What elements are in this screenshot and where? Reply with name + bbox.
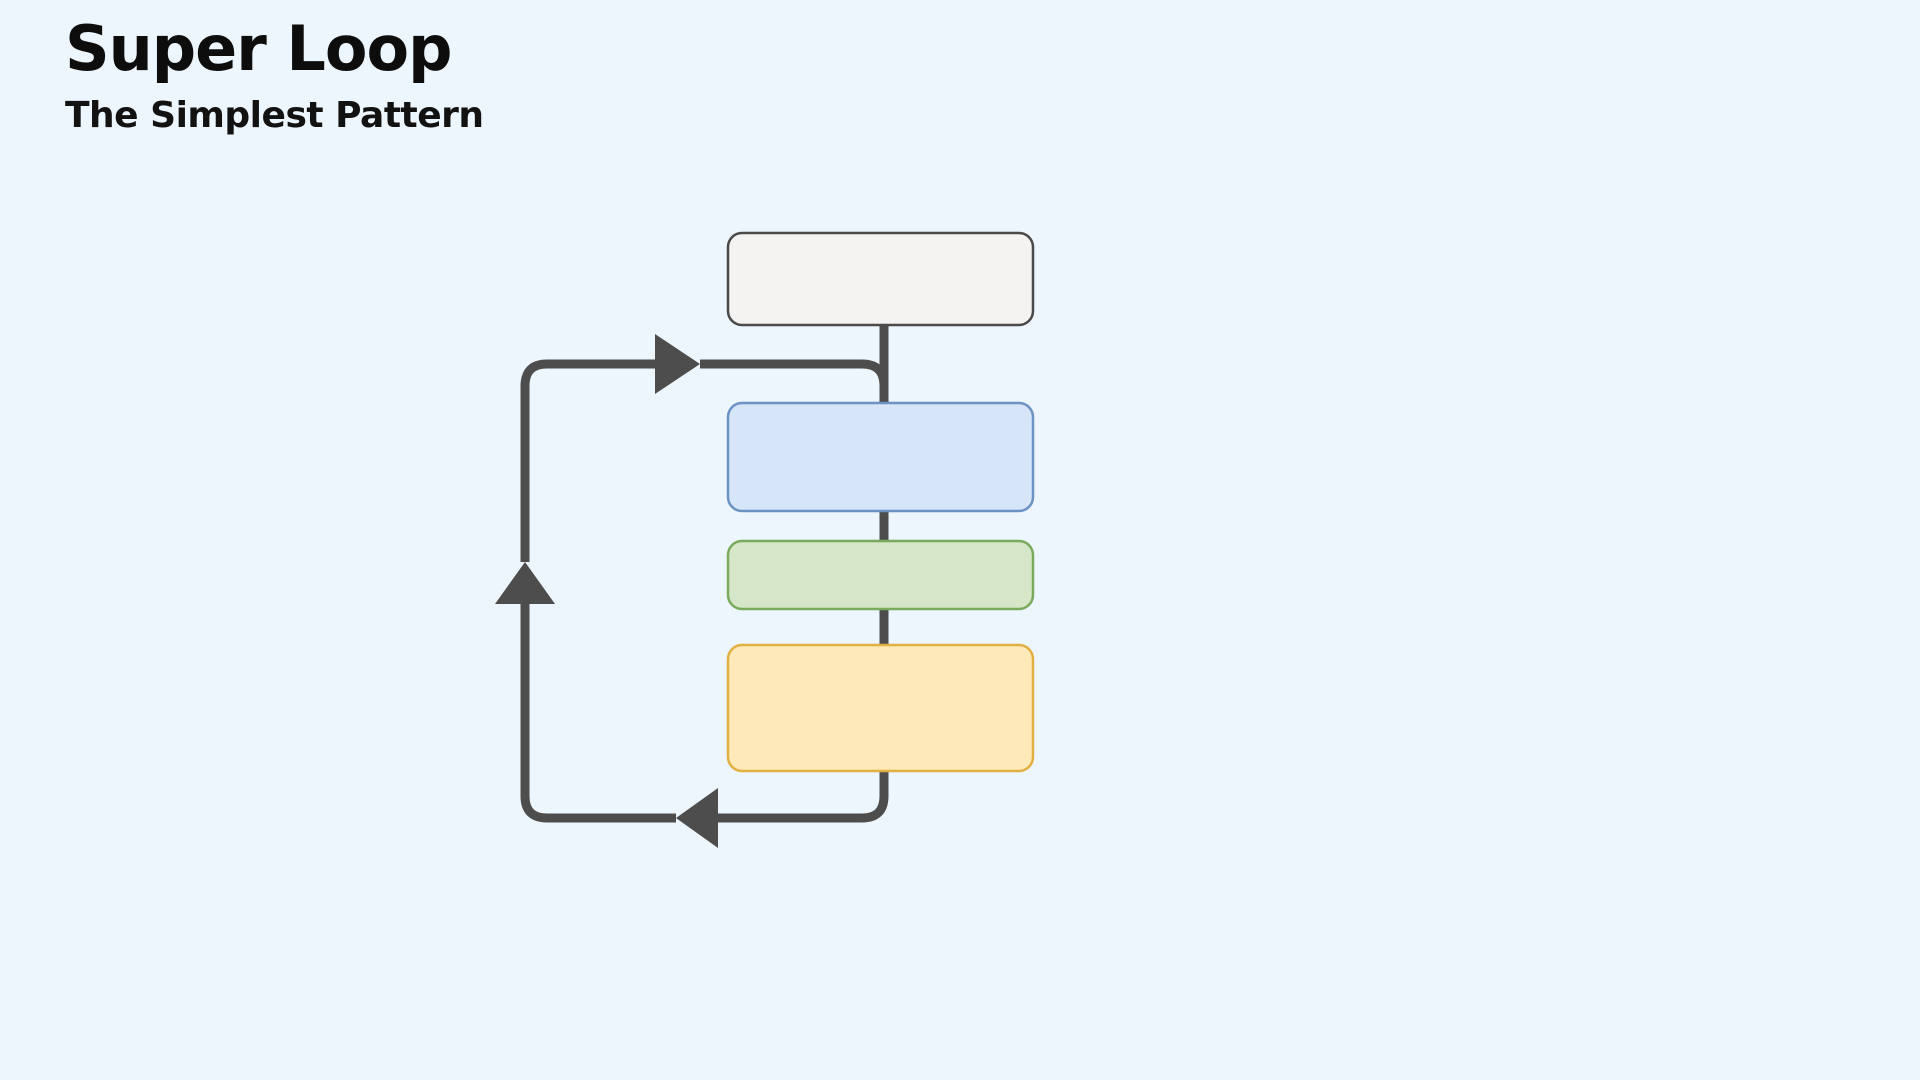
loop-segment-top-right	[700, 359, 889, 403]
actuate-node-shape[interactable]	[726, 643, 1035, 773]
compute-node[interactable]	[726, 539, 1035, 611]
compute-node-shape[interactable]	[726, 539, 1035, 611]
setup-node[interactable]	[726, 231, 1035, 327]
page-subtitle: The Simplest Pattern	[65, 95, 484, 136]
setup-node-shape[interactable]	[726, 231, 1035, 327]
actuate-node[interactable]	[726, 643, 1035, 773]
read-inputs-node[interactable]	[726, 401, 1035, 513]
page-title: Super Loop	[65, 12, 452, 85]
arrowhead-left-icon	[676, 788, 718, 848]
page-header: Super Loop The Simplest Pattern	[65, 18, 484, 134]
read-inputs-node-shape[interactable]	[726, 401, 1035, 513]
arrowhead-up-icon	[495, 562, 555, 604]
loop-segment-left-top	[520, 359, 676, 562]
arrowhead-right-icon	[655, 334, 700, 394]
loop-segment-bottom-left	[520, 604, 676, 823]
loop-segment-bottom-right	[700, 771, 889, 823]
